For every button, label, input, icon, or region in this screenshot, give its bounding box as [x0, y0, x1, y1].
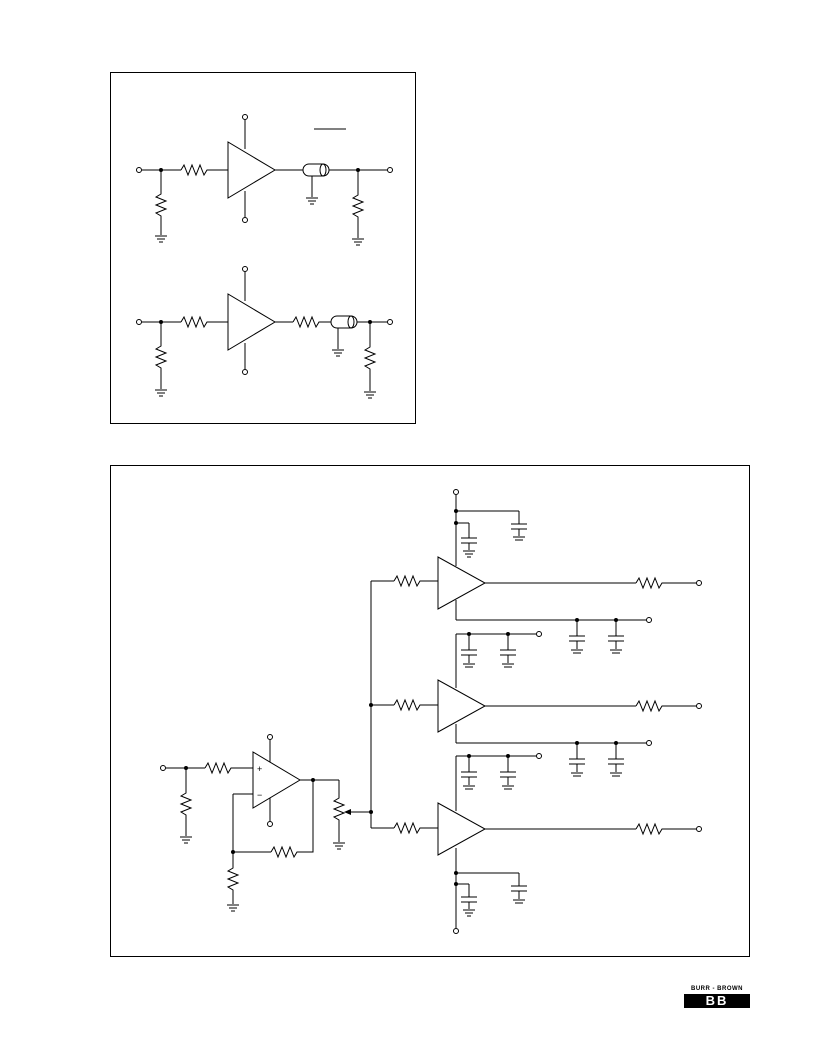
supply-terminal-negative	[242, 217, 248, 223]
load-resistor	[363, 322, 377, 399]
top-schematic	[136, 114, 393, 399]
buffer-output-resistor	[635, 576, 696, 590]
bottom-schematic: + −	[160, 489, 702, 934]
opamp-supply-positive	[267, 734, 273, 740]
buffer-stage-1	[393, 489, 702, 654]
series-resistor	[180, 315, 228, 329]
supply-terminal-negative	[646, 740, 652, 746]
supply-terminal-positive	[242, 266, 248, 272]
buffer-input-resistor	[393, 698, 438, 712]
back-termination-resistor	[292, 315, 331, 329]
lower-circuit	[136, 266, 393, 399]
coax-cable	[302, 163, 330, 205]
potentiometer	[332, 780, 371, 850]
supply-terminal-negative	[646, 617, 652, 623]
buffer-stage-3	[393, 753, 702, 934]
buffer-output-terminal	[696, 703, 702, 709]
input-series-resistor	[204, 761, 253, 775]
buffer-output-terminal	[696, 580, 702, 586]
buffer-output-terminal	[696, 826, 702, 832]
input-stage: + −	[160, 734, 371, 912]
supply-terminal-positive	[536, 631, 542, 637]
video-buffer	[437, 802, 487, 856]
buffer-input-resistor	[393, 574, 438, 588]
supply-terminal-positive	[453, 489, 459, 495]
load-resistor	[351, 170, 365, 246]
burr-brown-logo: BURR - BROWN BB	[684, 986, 750, 1008]
input-opamp: + −	[252, 734, 301, 827]
feedback-resistor	[270, 780, 314, 859]
buffer-output-resistor	[635, 699, 696, 713]
supply-terminal-negative	[242, 369, 248, 375]
opamp-plus-sign: +	[257, 764, 262, 774]
input-terminal	[136, 167, 142, 173]
series-resistor	[180, 163, 228, 177]
opamp-supply-negative	[267, 821, 273, 827]
output-terminal	[387, 167, 393, 173]
buffer-stage-2	[393, 631, 702, 777]
gain-resistor	[226, 852, 240, 912]
opamp-minus-sign: −	[257, 790, 262, 800]
input-terminal	[160, 765, 166, 771]
output-terminal	[387, 319, 393, 325]
input-terminal	[136, 319, 142, 325]
logo-top-text: BURR - BROWN	[691, 986, 743, 992]
video-buffer	[437, 679, 487, 733]
upper-circuit	[136, 114, 393, 246]
shunt-resistor	[154, 170, 168, 243]
input-shunt-resistor	[179, 768, 193, 844]
buffer-input-resistor	[393, 821, 438, 835]
coax-cable	[330, 315, 358, 357]
bottom-circuit-panel: + −	[110, 465, 750, 957]
supply-terminal-negative	[453, 928, 459, 934]
supply-terminal-positive	[536, 753, 542, 759]
buffer-amplifier	[227, 141, 276, 199]
video-buffer	[437, 556, 487, 610]
supply-terminal-positive	[242, 114, 248, 120]
buffer-amplifier	[227, 293, 276, 351]
top-circuit-panel	[110, 72, 416, 424]
buffer-output-resistor	[635, 822, 696, 836]
shunt-resistor	[154, 322, 168, 397]
logo-bottom-text: BB	[684, 994, 750, 1008]
